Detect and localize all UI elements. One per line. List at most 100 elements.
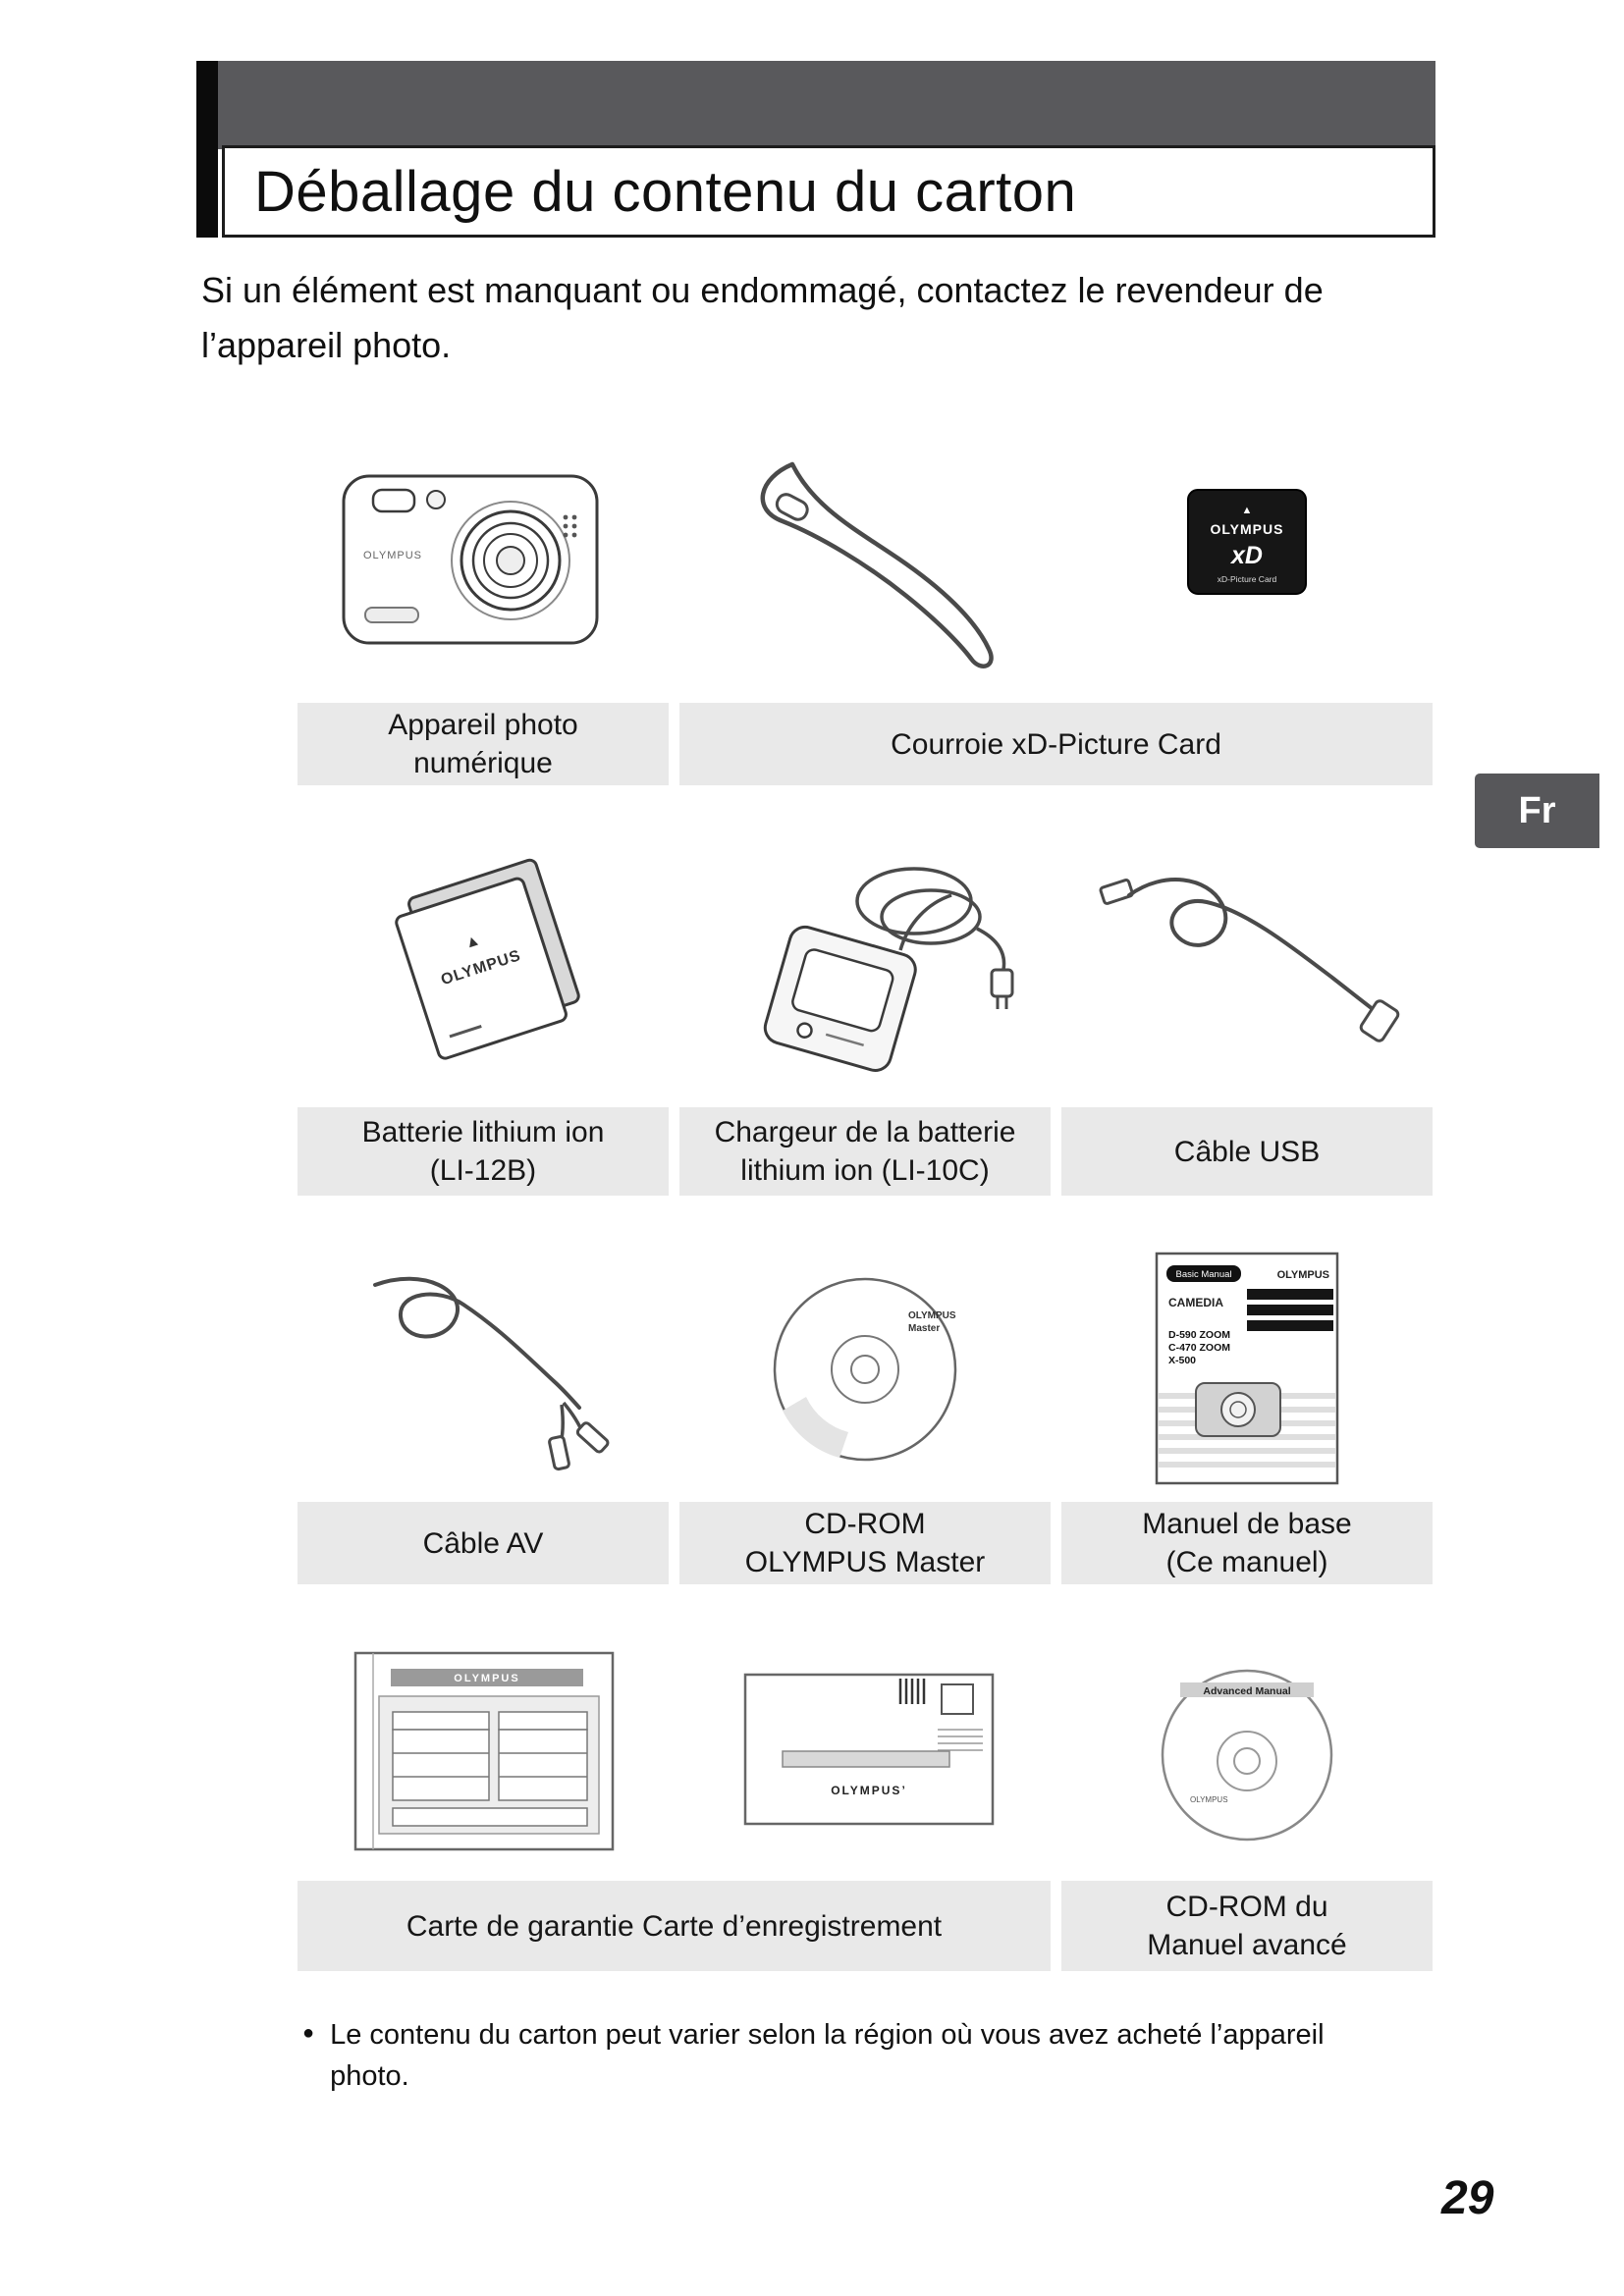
warranty-card-drawing: OLYMPUS (353, 1651, 615, 1851)
av-cable-illustration (298, 1235, 669, 1502)
disc-sheen (783, 1397, 848, 1458)
badge-shape (1166, 1265, 1241, 1282)
charger-body-group (763, 925, 917, 1072)
warranty-card-illustration: OLYMPUS (298, 1629, 669, 1881)
flash-lamp (426, 490, 446, 509)
disc-hole (850, 1355, 880, 1384)
rca-plug-2 (548, 1435, 570, 1471)
xd-logo-text: xD (1229, 542, 1263, 569)
page-number: 29 (1441, 2172, 1494, 2224)
strap-drawing (760, 461, 994, 668)
bullet-icon: ● (302, 2022, 315, 2044)
basic-manual-badge: Basic Manual (1175, 1269, 1231, 1280)
xd-caption-text: xD-Picture Card (1218, 574, 1277, 584)
item-label-cdrom: CD-ROM OLYMPUS Master (679, 1502, 1051, 1584)
strap-slider (775, 493, 809, 521)
barcode-lines (898, 1679, 926, 1704)
box-contents-grid: OLYMPUS ▲ OLYMPUS xD xD-Picture Card App… (298, 422, 1433, 1971)
battery-drawing: ▲ OLYMPUS (395, 858, 580, 1060)
camera-brand-text: OLYMPUS (363, 550, 422, 561)
battery-group: ▲ OLYMPUS (395, 858, 580, 1060)
footnote: ● Le contenu du carton peut varier selon… (302, 2014, 1441, 2097)
basic-manual-drawing: Basic Manual OLYMPUS CAMEDIA D-590 ZOOM … (1155, 1252, 1339, 1485)
footnote-text: Le contenu du carton peut varier selon l… (330, 2019, 1325, 2093)
item-label-camera: Appareil photo numérique (298, 703, 669, 785)
language-tab-fr: Fr (1475, 774, 1599, 848)
usb-cable-illustration (1061, 819, 1433, 1107)
header-band (218, 61, 1435, 149)
charge-lamp (796, 1022, 813, 1039)
adv-disc-title-band (1180, 1682, 1314, 1697)
usb-cable-drawing (1099, 878, 1400, 1042)
usb-connector-b (1359, 999, 1400, 1042)
lens-ring-mid (471, 521, 550, 600)
cd-title-line1: OLYMPUS (908, 1310, 956, 1321)
lens-glass (496, 546, 525, 575)
manual-model-1: D-590 ZOOM (1168, 1329, 1230, 1341)
charger-illustration (679, 819, 1051, 1107)
charger-drawing (763, 867, 1014, 1072)
battery-arrow-mark: ▲ (462, 932, 482, 952)
battery-front (395, 877, 568, 1060)
av-cable-drawing (373, 1276, 610, 1471)
intro-text: Si un élément est manquant ou endommagé,… (201, 270, 1324, 365)
battery-contacts (449, 1025, 482, 1039)
warranty-header-bar (391, 1669, 583, 1686)
adv-disc-brand: OLYMPUS (1190, 1795, 1228, 1804)
cd-title-line2: Master (908, 1323, 940, 1334)
stamp-box (941, 1683, 974, 1715)
cord-tail (976, 927, 1006, 971)
cdrom-drawing: OLYMPUS Master (773, 1277, 957, 1462)
adv-disc-hole (1233, 1747, 1261, 1775)
xd-brand-text: OLYMPUS (1211, 521, 1284, 537)
item-label-charger: Chargeur de la batterie lithium ion (LI-… (679, 1107, 1051, 1196)
xd-card-drawing: ▲ OLYMPUS xD xD-Picture Card (1187, 489, 1307, 595)
registration-card-drawing: OLYMPUS’ (743, 1673, 995, 1826)
camera-illustration: OLYMPUS (298, 422, 669, 703)
xd-arrow-mark: ▲ (1242, 505, 1253, 516)
charger-slot (825, 1033, 864, 1047)
language-tab-label: Fr (1518, 789, 1556, 831)
xd-card-illustration: ▲ OLYMPUS xD xD-Picture Card (1061, 422, 1433, 703)
cdrom-illustration: OLYMPUS Master (679, 1235, 1051, 1502)
warranty-table (392, 1711, 588, 1827)
lens-housing (451, 501, 570, 620)
registration-card-illustration: OLYMPUS’ (679, 1629, 1051, 1881)
item-label-warranty-registration: Carte de garantie Carte d’enregistrement (298, 1881, 1051, 1971)
rca-plug-1 (575, 1421, 610, 1454)
page-title: Déballage du contenu du carton (254, 159, 1077, 224)
item-label-adv-manual: CD-ROM du Manuel avancé (1061, 1881, 1433, 1971)
form-field-bar (782, 1750, 950, 1768)
manual-brand-text: OLYMPUS (1277, 1269, 1329, 1281)
battery-bay (791, 948, 894, 1033)
item-label-strap-card: Courroie xD-Picture Card (679, 703, 1433, 785)
usb-connector-a (1099, 879, 1134, 905)
cover-camera-lens-inner (1229, 1401, 1247, 1418)
camera-drawing: OLYMPUS (342, 474, 599, 645)
speaker-dots (563, 514, 577, 538)
battery-illustration: ▲ OLYMPUS (298, 819, 669, 1107)
item-label-av: Câble AV (298, 1502, 669, 1584)
cord-coil-2 (880, 888, 982, 945)
manual-series-text: CAMEDIA (1168, 1296, 1223, 1309)
manual-model-2: C-470 ZOOM (1168, 1342, 1230, 1354)
header-left-stripe (196, 61, 218, 238)
address-lines (938, 1729, 983, 1751)
disc-inner-ring (831, 1335, 899, 1404)
basic-manual-illustration: Basic Manual OLYMPUS CAMEDIA D-590 ZOOM … (1061, 1235, 1433, 1502)
manual-model-3: X-500 (1168, 1355, 1196, 1366)
cover-black-bars (1247, 1289, 1333, 1331)
viewfinder (371, 488, 416, 513)
lens-ring-inner (483, 533, 538, 588)
xd-card-body (1187, 489, 1307, 595)
warranty-brand-text: OLYMPUS (454, 1673, 519, 1684)
adv-disc-inner-ring (1217, 1731, 1277, 1791)
item-label-manual: Manuel de base (Ce manuel) (1061, 1502, 1433, 1584)
strap-illustration (679, 422, 1051, 703)
strap-cord (760, 461, 994, 668)
cord-to-body (898, 893, 952, 951)
av-cord (373, 1276, 581, 1410)
usb-cord (1127, 878, 1379, 1014)
item-label-usb: Câble USB (1061, 1107, 1433, 1196)
item-label-battery: Batterie lithium ion (LI-12B) (298, 1107, 669, 1196)
